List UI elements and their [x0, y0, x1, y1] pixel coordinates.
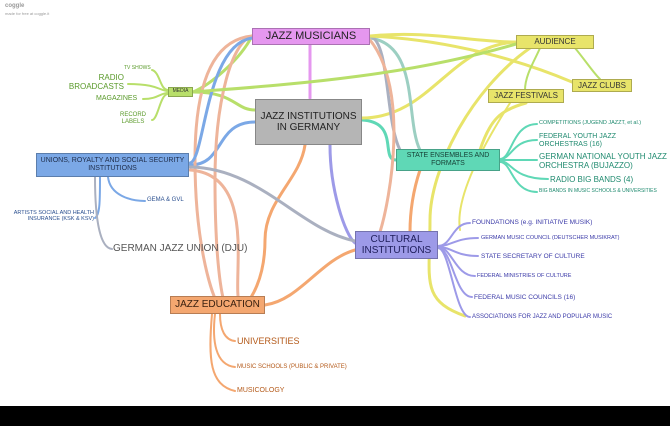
- link-media-audience: [191, 42, 518, 94]
- state-ensembles-node[interactable]: STATE ENSEMBLES AND FORMATS: [396, 149, 500, 171]
- link-media-tv: [151, 69, 169, 91]
- federal-councils-label[interactable]: FEDERAL MUSIC COUNCILS (16): [474, 294, 576, 301]
- foundations-label[interactable]: FOUNDATIONS (e.g. INITIATIVE MUSIK): [472, 219, 593, 226]
- link-state-bb-schools: [499, 161, 538, 193]
- link-state-competitions: [499, 123, 538, 160]
- watermark-brand[interactable]: coggle: [5, 3, 25, 9]
- state-secretary-label[interactable]: STATE SECRETARY OF CULTURE: [481, 253, 585, 260]
- music-schools-label[interactable]: MUSIC SCHOOLS (PUBLIC & PRIVATE): [237, 364, 347, 370]
- universities-label[interactable]: UNIVERSITIES: [237, 336, 300, 346]
- link-audience-cultural: [427, 46, 532, 318]
- federal-youth-label[interactable]: FEDERAL YOUTH JAZZ ORCHESTRAS (16): [539, 133, 617, 149]
- jazz-festivals-node[interactable]: JAZZ FESTIVALS: [488, 89, 564, 103]
- audience-node[interactable]: AUDIENCE: [516, 35, 594, 49]
- link-unions-gema: [107, 176, 146, 202]
- link-center-unions: [188, 120, 257, 167]
- watermark-tagline: made for free at coggle.it: [5, 11, 50, 16]
- link-unions-education: [188, 168, 242, 307]
- link-musicians-state-a: [368, 36, 422, 152]
- link-education-musicology: [209, 313, 236, 392]
- gema-label[interactable]: GEMA & GVL: [147, 197, 184, 203]
- link-cultural-music-council: [437, 237, 479, 247]
- magazines-label[interactable]: MAGAZINES: [96, 95, 138, 102]
- jazz-musicians-node[interactable]: JAZZ MUSICIANS: [252, 28, 370, 45]
- jazz-education-node[interactable]: JAZZ EDUCATION: [170, 296, 265, 314]
- link-state-festivals: [478, 101, 528, 152]
- radio-big-bands-label[interactable]: RADIO BIG BANDS (4): [550, 175, 634, 184]
- unions-node[interactable]: UNIONS, ROYALTY AND SOCIAL SECURITY INST…: [36, 153, 189, 177]
- musicology-label[interactable]: MUSICOLOGY: [237, 387, 285, 394]
- federal-ministries-label[interactable]: FEDERAL MINISTRIES OF CULTURE: [477, 273, 572, 279]
- associations-label[interactable]: ASSOCIATIONS FOR JAZZ AND POPULAR MUSIC: [472, 314, 613, 320]
- german-jazz-union-label[interactable]: GERMAN JAZZ UNION (DJU): [113, 243, 248, 254]
- radio-broadcasts-label[interactable]: RADIO BROADCASTS: [68, 73, 124, 92]
- link-cultural-associations: [437, 247, 471, 318]
- jazz-clubs-node[interactable]: JAZZ CLUBS: [572, 79, 632, 92]
- link-state-federal-youth: [499, 139, 538, 160]
- link-musicians-education-a: [193, 34, 254, 307]
- link-unions-cultural: [188, 165, 357, 243]
- link-center-cultural: [328, 143, 357, 245]
- link-musicians-unions: [188, 36, 254, 165]
- link-audience-clubs: [574, 47, 601, 80]
- link-audience-festivals: [524, 47, 541, 91]
- media-node[interactable]: MEDIA: [168, 87, 193, 97]
- link-cultural-education: [263, 248, 357, 307]
- record-labels-label[interactable]: RECORD LABELS: [119, 112, 146, 125]
- link-musicians-cultural: [368, 38, 396, 234]
- link-festivals-cultural: [458, 102, 511, 231]
- link-unions-dju: [94, 176, 113, 250]
- link-education-music-schools: [213, 313, 236, 368]
- artists-insurance-label[interactable]: ARTISTS SOCIAL AND HEALTH INSURANCE (KSK…: [13, 210, 94, 223]
- link-center-education: [243, 143, 307, 307]
- big-bands-schools-label[interactable]: BIG BANDS IN MUSIC SCHOOLS & UNIVERSITIE…: [539, 188, 657, 194]
- competitions-label[interactable]: COMPETITIONS (JUGEND JAZZT, et al.): [539, 120, 642, 126]
- connection-lines: [94, 32, 601, 392]
- tv-shows-label[interactable]: TV SHOWS: [124, 65, 151, 71]
- link-state-radio-bb: [499, 160, 549, 180]
- link-musicians-audience: [368, 32, 518, 44]
- link-musicians-media: [191, 34, 254, 94]
- bujazzo-label[interactable]: GERMAN NATIONAL YOUTH JAZZ ORCHESTRA (BU…: [539, 152, 667, 171]
- link-center-state: [360, 118, 398, 162]
- link-media-records: [151, 93, 169, 121]
- link-media-radio: [127, 83, 169, 92]
- bottom-bar: [0, 406, 670, 426]
- music-council-label[interactable]: GERMAN MUSIC COUNCIL (DEUTSCHER MUSIKRAT…: [481, 235, 620, 241]
- link-education-universities: [219, 313, 236, 342]
- link-media-magazines: [142, 92, 169, 100]
- link-center-audience: [360, 40, 518, 120]
- link-musicians-state-b: [368, 34, 402, 152]
- center-node[interactable]: JAZZ INSTITUTIONS IN GERMANY: [255, 99, 362, 145]
- cultural-institutions-node[interactable]: CULTURAL INSTITUTIONS: [355, 231, 438, 259]
- link-state-cultural: [408, 168, 422, 234]
- mindmap-canvas: coggle made for free at coggle.it: [0, 0, 670, 406]
